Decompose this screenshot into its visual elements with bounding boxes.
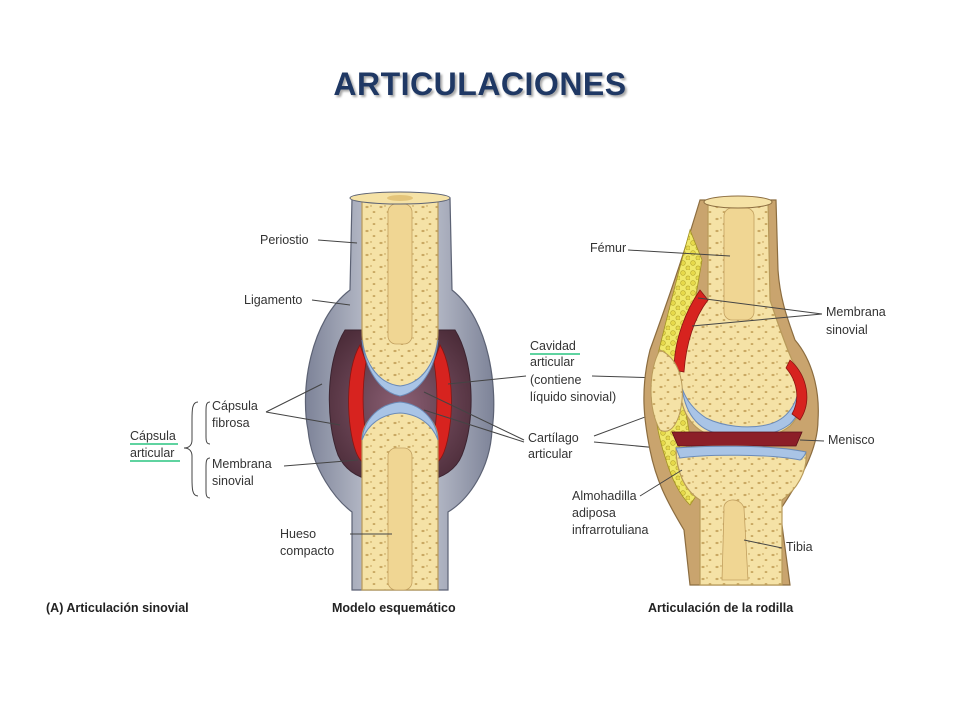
caption-articulacion-sinovial: (A) Articulación sinovial [46,601,189,615]
label-almohadilla-2: adiposa [572,506,616,520]
capsule-brace-outer [183,401,199,497]
bone-top-marrow [387,195,413,201]
schematic-joint [304,191,495,591]
label-capsula-fibrosa-2: fibrosa [212,416,250,430]
label-almohadilla-3: infrarrotuliana [572,523,648,537]
label-menisco: Menisco [828,433,875,447]
label-capsula-articular-2: articular [130,446,174,460]
label-membrana-sinovial-knee-1: Membrana [826,305,886,319]
label-tibia: Tibia [786,540,813,554]
label-periostio: Periostio [260,233,309,247]
upper-medullary-cavity [387,203,413,345]
label-membrana-sinovial-knee-2: sinovial [826,323,868,337]
knee-meniscus [671,431,803,447]
label-ligamento: Ligamento [244,293,302,307]
knee-joint [643,195,819,586]
slide-title: ARTICULACIONES [333,66,627,102]
label-cavidad-3: (contiene [530,373,581,387]
knee-patella [650,349,683,432]
label-cartilago-2: articular [528,447,572,461]
label-capsula-articular-1: Cápsula [130,429,176,443]
captions: (A) Articulación sinovial Modelo esquemá… [46,601,794,615]
label-membrana-sinovial-2: sinovial [212,474,254,488]
label-almohadilla-1: Almohadilla [572,489,637,503]
label-cavidad-1: Cavidad [530,339,576,353]
knee-synovial-membrane-right [785,359,808,421]
label-membrana-sinovial-1: Membrana [212,457,272,471]
label-cavidad-4: líquido sinovial) [530,390,616,404]
label-femur: Fémur [590,241,626,255]
label-hueso-compacto-2: compacto [280,544,334,558]
knee-labels: Fémur Membrana sinovial Menisco Almohadi… [572,241,886,554]
schematic-labels: Periostio Ligamento Cápsula articular Cá… [130,233,392,558]
tibia-medullary-cavity [721,499,749,581]
lower-medullary-cavity [387,447,413,591]
femur-top [703,195,773,209]
tibia-cartilage [675,445,807,461]
label-capsula-fibrosa-1: Cápsula [212,399,258,413]
label-cavidad-2: articular [530,355,574,369]
upper-cartilage [361,339,439,397]
label-cartilago-1: Cartílago [528,431,579,445]
lower-cartilage [361,401,439,441]
caption-articulacion-rodilla: Articulación de la rodilla [648,601,794,615]
caption-modelo-esquematico: Modelo esquemático [332,601,456,615]
label-hueso-compacto-1: Hueso [280,527,316,541]
